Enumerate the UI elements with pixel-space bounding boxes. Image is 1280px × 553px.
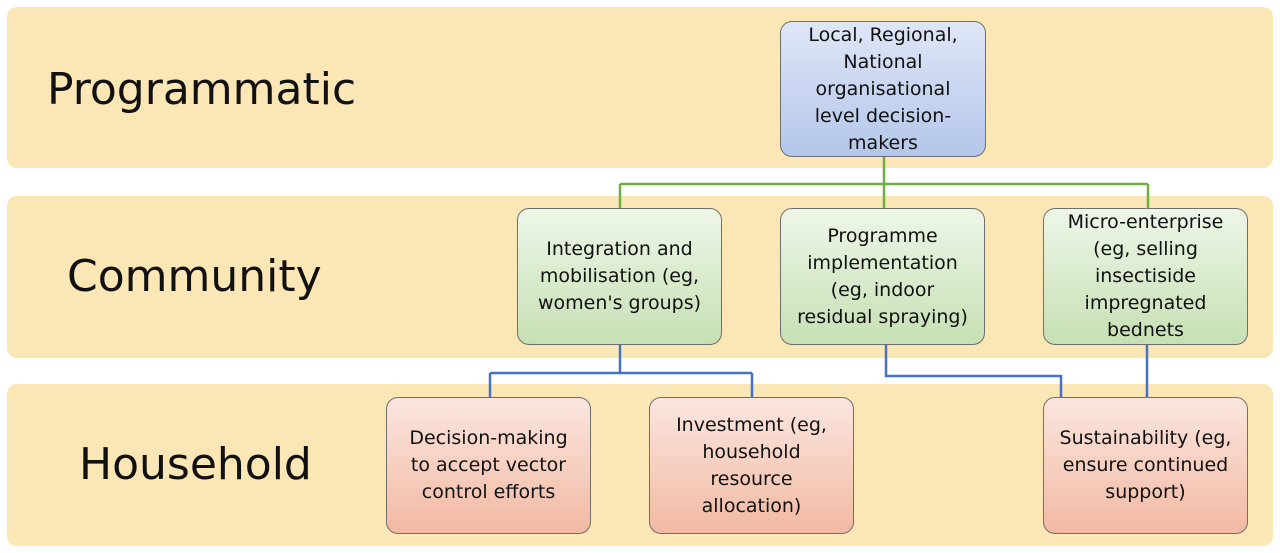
box-integration-mobilisation-text: Integration and mobilisation (eg, women'… — [537, 238, 702, 314]
box-decision-making: Decision-making to accept vector control… — [386, 397, 591, 534]
box-investment-text: Investment (eg, household resource alloc… — [676, 413, 827, 517]
band-label-community: Community — [67, 251, 322, 302]
band-label-household: Household — [79, 439, 312, 490]
box-micro-enterprise-text: Micro-enterprise (eg, selling insectisid… — [1067, 211, 1224, 341]
box-programme-implementation-text: Programme implementation (eg, indoor res… — [797, 224, 968, 328]
box-sustainability-text: Sustainability (eg, ensure continued sup… — [1059, 427, 1232, 503]
band-label-programmatic: Programmatic — [47, 64, 357, 115]
box-decision-making-text: Decision-making to accept vector control… — [409, 427, 568, 503]
box-programme-implementation: Programme implementation (eg, indoor res… — [780, 208, 985, 345]
box-decision-makers-text: Local, Regional, National organisational… — [808, 23, 958, 154]
box-investment: Investment (eg, household resource alloc… — [649, 397, 854, 534]
box-integration-mobilisation: Integration and mobilisation (eg, women'… — [517, 208, 722, 345]
band-programmatic: Programmatic — [7, 7, 1273, 168]
box-sustainability: Sustainability (eg, ensure continued sup… — [1043, 397, 1248, 534]
box-micro-enterprise: Micro-enterprise (eg, selling insectisid… — [1043, 208, 1248, 345]
box-decision-makers: Local, Regional, National organisational… — [780, 21, 986, 157]
